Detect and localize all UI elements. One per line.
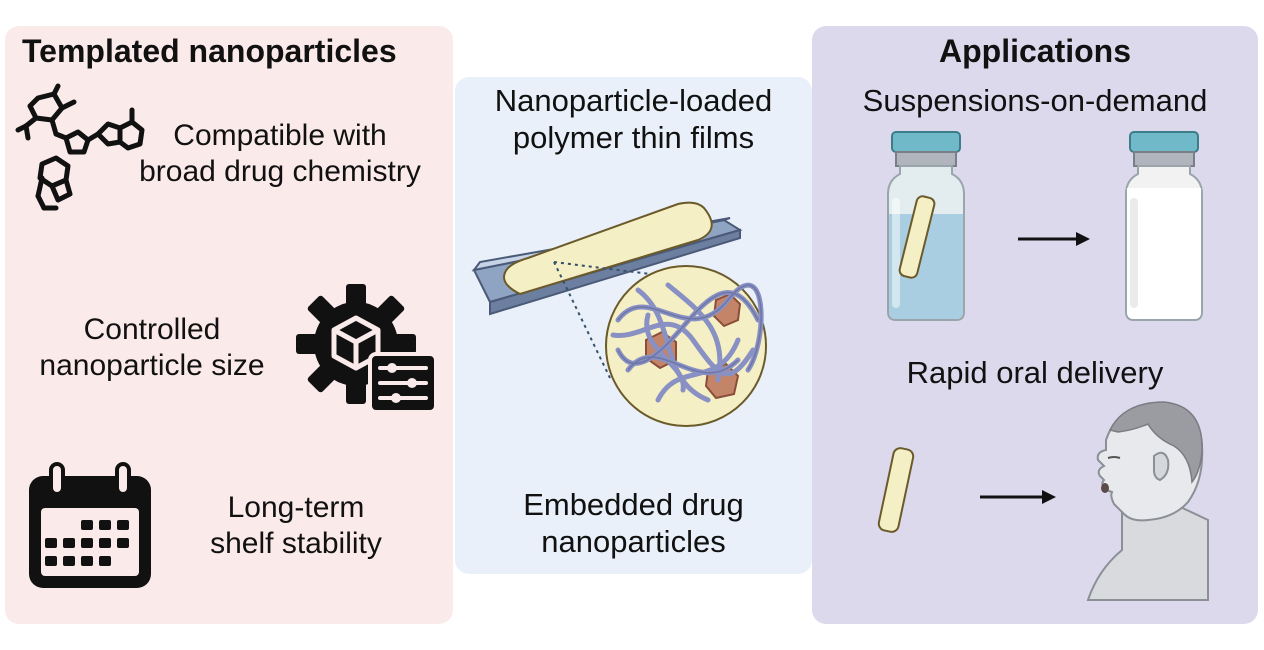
molecule-structure-icon (15, 83, 145, 211)
feature-chemistry-text: Compatible with broad drug chemistry (110, 118, 450, 190)
feature-size-line1: Controlled (83, 313, 221, 346)
feature-stability-line1: Long-term (227, 491, 365, 524)
left-panel-title: Templated nanoparticles (22, 33, 397, 69)
arrow-right-icon (1018, 232, 1090, 246)
feature-chemistry-line2: broad drug chemistry (139, 155, 421, 188)
feature-size-line2: nanoparticle size (39, 349, 265, 382)
thin-film-slide-illustration (471, 201, 767, 427)
middle-caption: Embedded drug nanoparticles (455, 486, 812, 560)
arrow-right-icon-2 (980, 490, 1056, 504)
feature-stability-line2: shelf stability (210, 527, 382, 560)
middle-title: Nanoparticle-loaded polymer thin films (455, 82, 812, 156)
app-suspensions-label: Suspensions-on-demand (862, 83, 1208, 118)
vial-with-film-icon (887, 131, 965, 321)
app-oral-delivery-label: Rapid oral delivery (906, 355, 1164, 390)
middle-caption-line2: nanoparticles (541, 524, 726, 560)
middle-caption-line1: Embedded drug (523, 487, 744, 522)
feature-size-text: Controlled nanoparticle size (12, 312, 292, 384)
middle-title-line2: polymer thin films (512, 120, 755, 156)
film-strip-icon (877, 447, 915, 533)
human-head-icon (1086, 401, 1209, 601)
feature-stability-text: Long-term shelf stability (176, 490, 416, 562)
feature-chemistry-line1: Compatible with (173, 119, 387, 152)
middle-title-line1: Nanoparticle-loaded (494, 83, 773, 118)
vial-suspension-icon (1125, 131, 1203, 321)
right-panel-title: Applications (938, 33, 1131, 69)
calendar-icon (29, 462, 151, 588)
gear-settings-icon (296, 284, 438, 414)
